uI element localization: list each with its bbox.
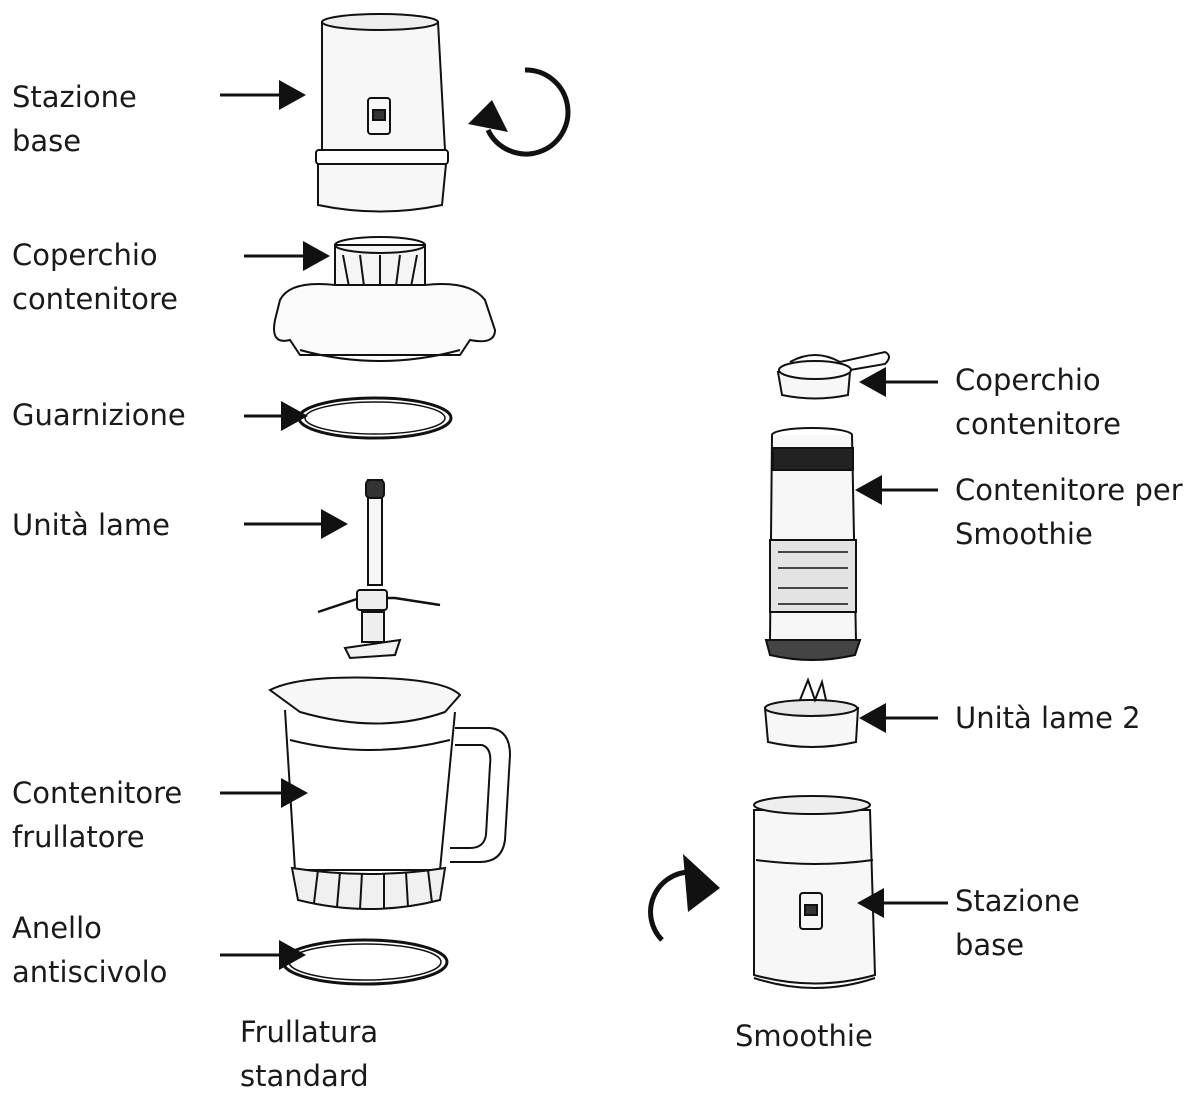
label-container-lid-left: Coperchio contenitore [12,238,178,316]
caption-smoothie: Smoothie [735,1019,873,1053]
rotate-arrow-icon-left [468,67,571,157]
anti-slip-ring-illustration [281,938,449,986]
label-smoothie-container: Contenitore per Smoothie [955,473,1183,551]
container-lid-illustration-right [776,350,890,400]
smoothie-container-illustration [764,427,862,661]
base-station-illustration-left [315,13,449,213]
base-station-illustration-right [753,795,877,989]
blade-unit-illustration-left [317,479,441,660]
blade-unit-2-illustration [763,677,860,748]
label-base-station-right: Stazione base [955,884,1080,962]
rotate-arrow-icon-right [648,854,720,942]
blender-jar-illustration [268,676,512,910]
label-container-lid-right: Coperchio contenitore [955,363,1121,441]
label-anti-slip-ring: Anello antiscivolo [12,911,168,989]
container-lid-illustration-left [273,236,497,362]
label-blade-unit-2: Unità lame 2 [955,701,1141,735]
label-base-station-left: Stazione base [12,80,137,158]
caption-standard-blending: Frullatura standard [240,1015,379,1093]
label-blade-unit: Unità lame [12,508,170,542]
label-gasket: Guarnizione [12,398,186,432]
label-blender-jar: Contenitore frullatore [12,776,183,854]
gasket-illustration [297,396,453,440]
